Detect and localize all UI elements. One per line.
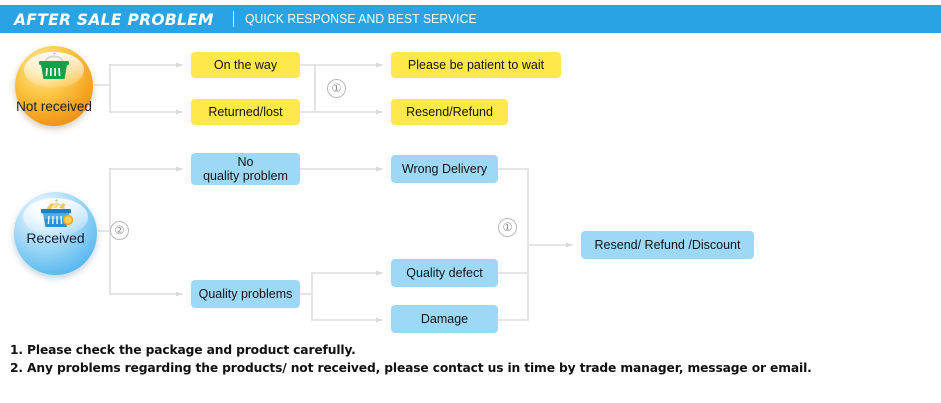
box-damage[interactable]: Damage [391, 305, 498, 333]
node-received: Received [14, 192, 97, 275]
box-on-the-way[interactable]: On the way [191, 52, 300, 78]
box-resend-refund[interactable]: Resend/Refund [391, 99, 508, 125]
badge-received-two: ② [110, 221, 129, 240]
connector-layer [94, 62, 573, 323]
box-please-be-patient[interactable]: Please be patient to wait [391, 52, 561, 78]
page-title: AFTER SALE PROBLEM [14, 9, 214, 29]
header-subtitle: QUICK RESPONSE AND BEST SERVICE [244, 12, 477, 26]
badge-top-one: ① [327, 79, 346, 98]
shopping-basket-filled-icon [14, 198, 97, 232]
box-quality-defect[interactable]: Quality defect [391, 259, 498, 287]
badge-bottom-one: ① [498, 218, 517, 237]
header-bar: AFTER SALE PROBLEM QUICK RESPONSE AND BE… [0, 5, 941, 33]
box-returned-lost[interactable]: Returned/lost [191, 99, 300, 125]
header-divider [232, 11, 234, 27]
node-not-received: Not received [15, 46, 93, 126]
node-not-received-label: Not received [16, 99, 92, 114]
box-wrong-delivery[interactable]: Wrong Delivery [391, 155, 498, 183]
footer-notes: 1. Please check the package and product … [10, 341, 930, 377]
flowchart: Not received [0, 33, 941, 338]
box-quality-problems[interactable]: Quality problems [191, 280, 300, 308]
box-no-quality-problem[interactable]: No quality problem [191, 153, 300, 185]
footer-note-1: 1. Please check the package and product … [10, 342, 356, 357]
footer-note-2: 2. Any problems regarding the products/ … [10, 360, 812, 375]
shopping-basket-icon [15, 52, 93, 82]
node-received-label: Received [26, 230, 85, 246]
box-resend-refund-discount[interactable]: Resend/ Refund /Discount [581, 231, 754, 259]
